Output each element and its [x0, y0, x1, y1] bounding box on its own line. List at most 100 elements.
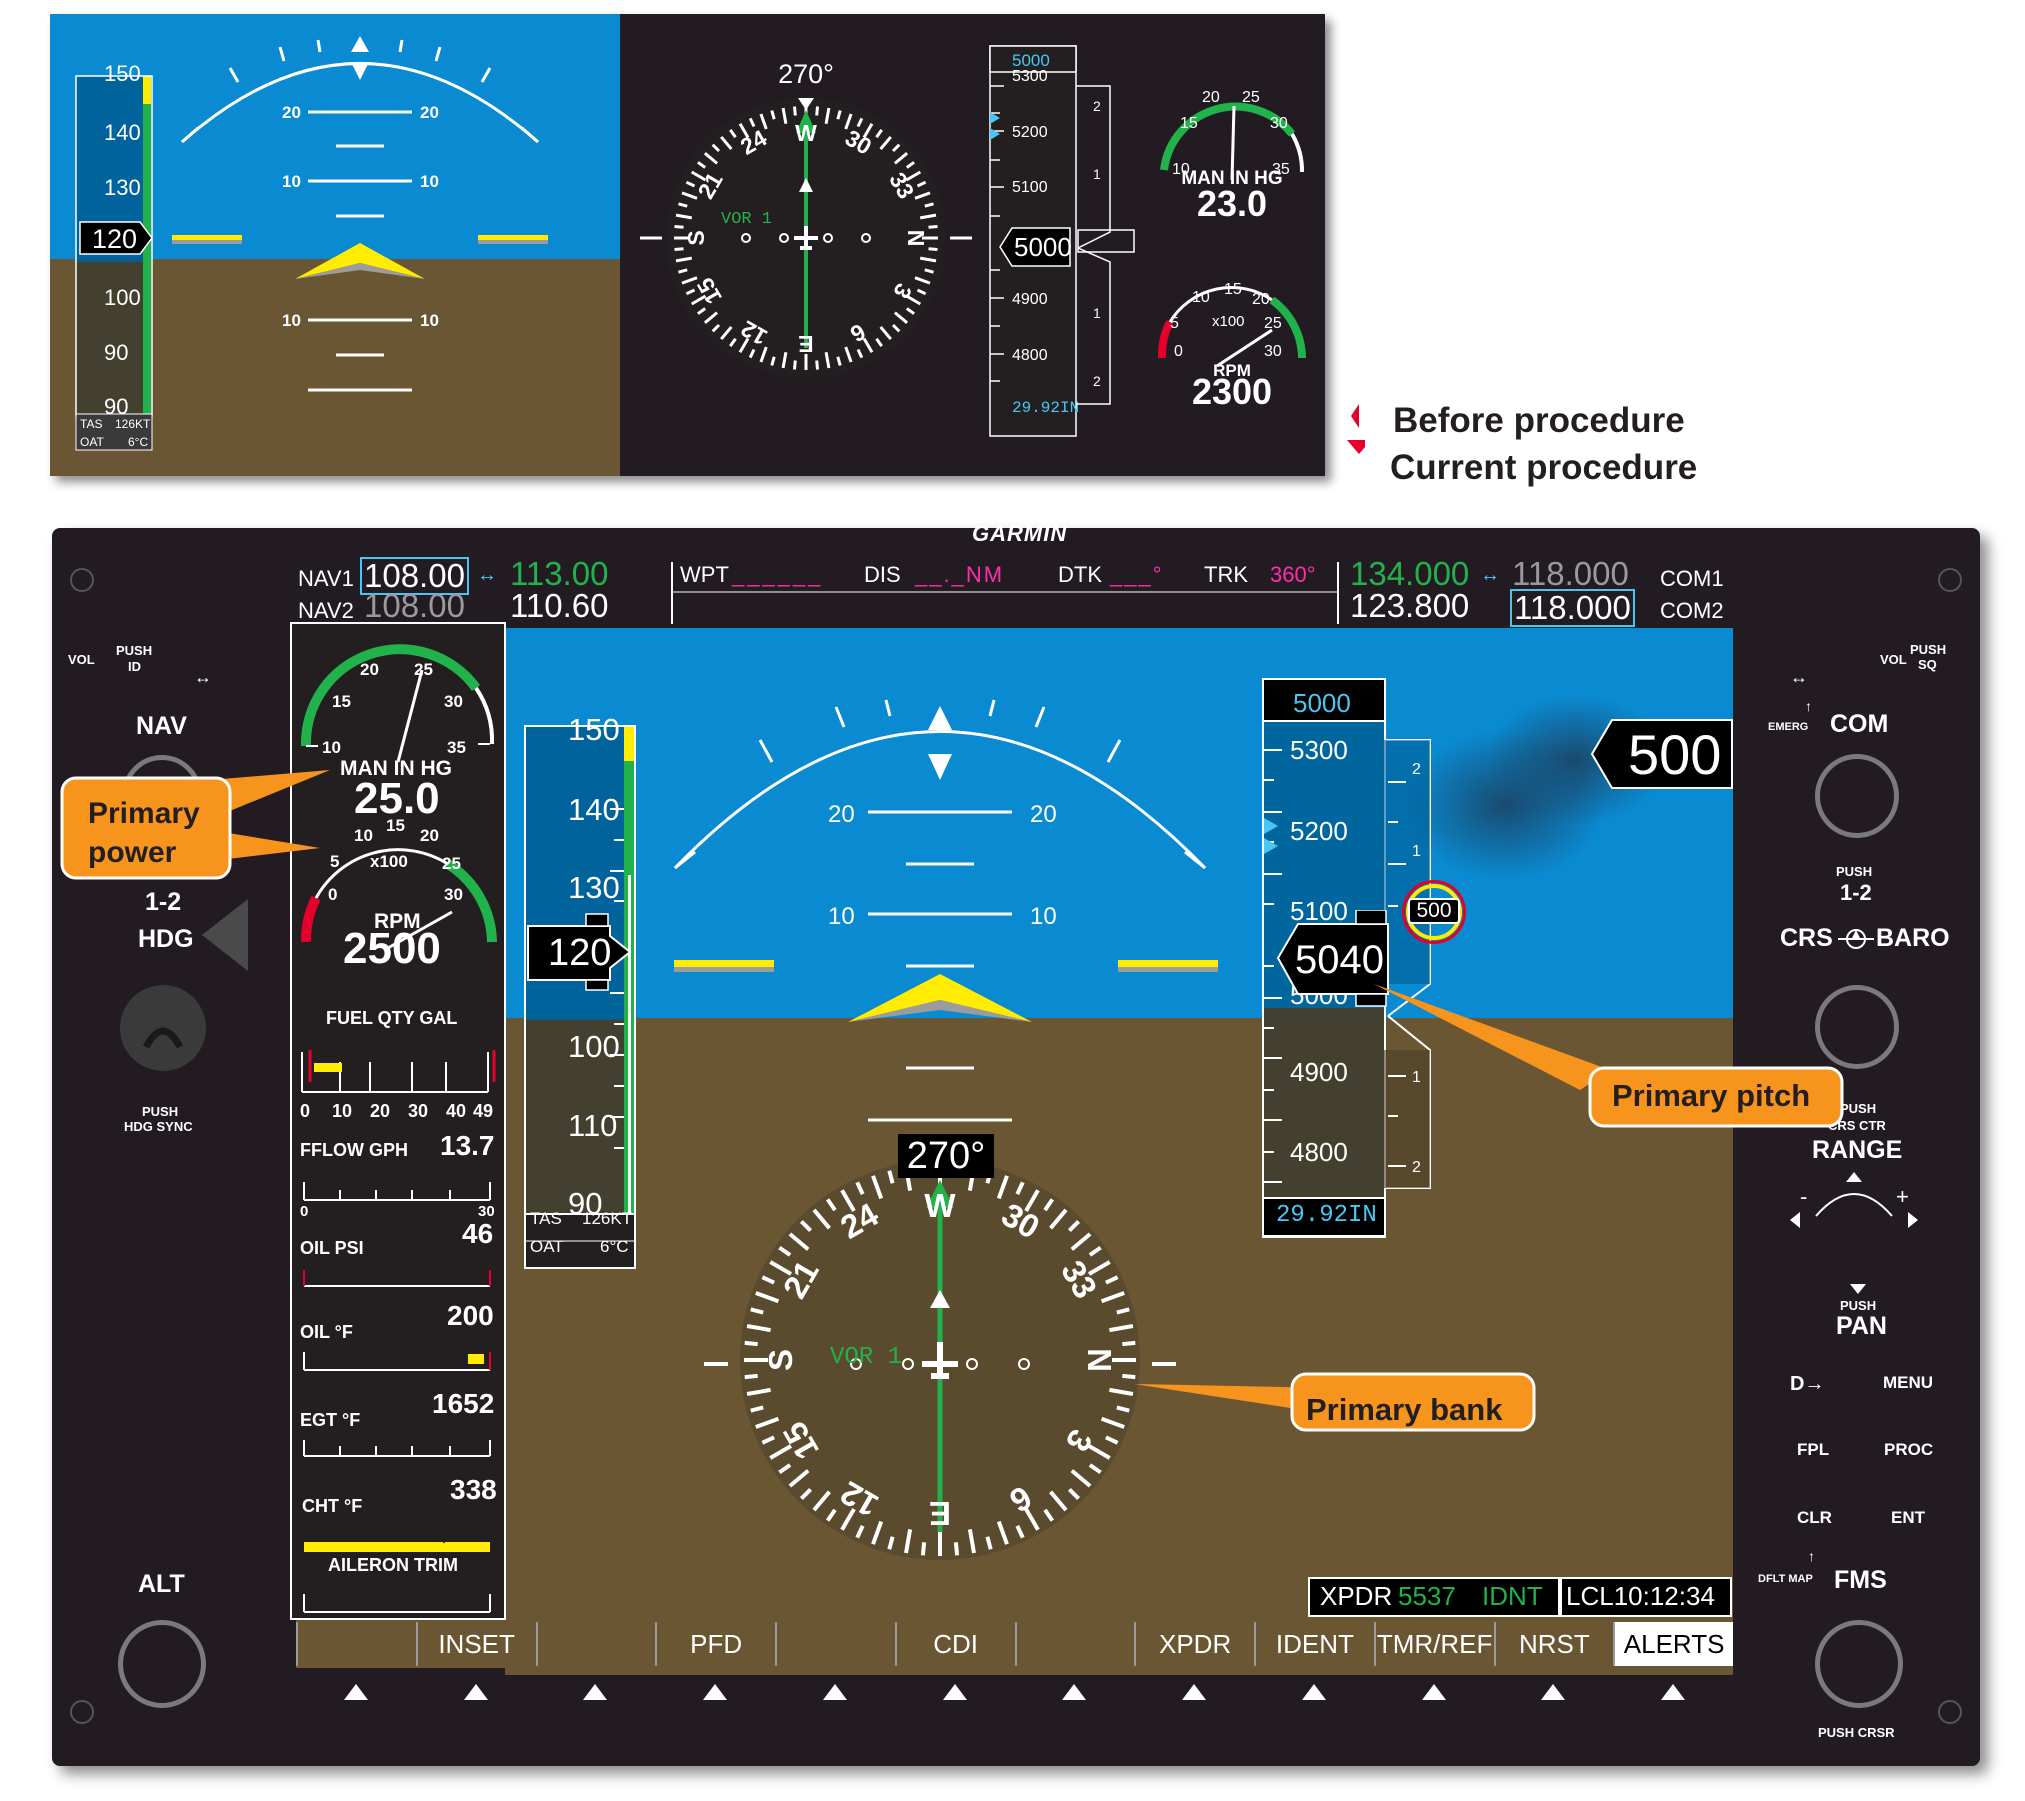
lcl-box: [1560, 1577, 1732, 1617]
softkey-button-3-icon[interactable]: [703, 1684, 728, 1700]
direct-to-button[interactable]: D→: [1790, 1373, 1825, 1395]
alt-knob[interactable]: [118, 1620, 206, 1708]
softkey-button-11-icon[interactable]: [1661, 1684, 1686, 1700]
softkey-cdi[interactable]: CDI: [894, 1622, 1015, 1666]
softkey-alerts[interactable]: ALERTS: [1613, 1622, 1733, 1666]
cht-label: CHT °F: [302, 1496, 363, 1516]
crs-label: CRS: [1780, 924, 1833, 952]
range-joystick-icon[interactable]: -+: [1786, 1164, 1922, 1234]
selected-altitude[interactable]: 5000: [1293, 688, 1351, 718]
nav-swap-icon[interactable]: ↔: [477, 564, 497, 586]
com2-standby-freq[interactable]: 118.000: [1510, 589, 1635, 627]
hdg-knob[interactable]: [120, 985, 206, 1071]
push-12-label: PUSH: [1836, 864, 1873, 879]
fpl-button[interactable]: FPL: [1797, 1440, 1830, 1459]
softkey-button-4-icon[interactable]: [822, 1684, 847, 1700]
nav2-standby-freq[interactable]: 110.60: [510, 587, 609, 624]
softkey-button-0-icon[interactable]: [343, 1684, 368, 1700]
rpm-tick-20: 20: [420, 826, 439, 845]
com-swap-arrows-icon[interactable]: ↔: [1790, 667, 1808, 687]
softkey-button-5-icon[interactable]: [942, 1684, 967, 1700]
ent-button[interactable]: ENT: [1891, 1508, 1925, 1527]
softkey-button-9-icon[interactable]: [1421, 1684, 1446, 1700]
com-knob[interactable]: [1815, 754, 1899, 838]
softkey-button-8-icon[interactable]: [1301, 1684, 1326, 1700]
softkey-tmr-ref[interactable]: TMR/REF: [1373, 1622, 1494, 1666]
compass-tick: [675, 213, 693, 220]
svg-text:120: 120: [92, 224, 137, 254]
nav2-active-freq[interactable]: 108.00: [364, 587, 465, 624]
softkey-blank-0[interactable]: [296, 1622, 416, 1666]
com1-standby-freq[interactable]: 118.000: [1512, 555, 1629, 592]
egt-value: 1652: [432, 1388, 495, 1419]
softkey-nrst[interactable]: NRST: [1493, 1622, 1614, 1666]
svg-text:5300: 5300: [1012, 68, 1048, 85]
baro-setting[interactable]: 29.92IN: [1276, 1202, 1377, 1229]
com1-active-freq[interactable]: 134.000: [1350, 555, 1470, 592]
heading-bug-arrow-icon: [202, 899, 248, 971]
compass-tick: [914, 191, 931, 200]
compass-tick: [916, 288, 927, 296]
svg-text:20: 20: [1202, 89, 1220, 106]
svg-text:10: 10: [1192, 289, 1210, 306]
crs-baro-knob[interactable]: [1815, 985, 1899, 1069]
com-swap-icon[interactable]: ↔: [1480, 564, 1500, 586]
map-tick-20: 20: [360, 660, 379, 679]
nav1-label: NAV1: [298, 566, 354, 591]
softkey-button-1-icon[interactable]: [463, 1684, 488, 1700]
svg-text:130: 130: [104, 175, 141, 200]
waypoint-bar-frame: [671, 562, 1339, 624]
svg-text:6°C: 6°C: [128, 435, 148, 449]
softkey-inset[interactable]: INSET: [415, 1622, 536, 1666]
compass-tick: [778, 1245, 792, 1257]
compass-tick: [879, 135, 892, 151]
softkey-blank-6[interactable]: [1014, 1622, 1135, 1666]
softkey-ident[interactable]: IDENT: [1254, 1622, 1374, 1666]
local-time: LCL10:12:34: [1566, 1581, 1715, 1611]
compass-tick: [862, 337, 874, 354]
compass-tick: [953, 1542, 960, 1556]
softkey-blank-4[interactable]: [775, 1622, 895, 1666]
menu-button[interactable]: MENU: [1883, 1373, 1934, 1392]
svg-text:90: 90: [104, 394, 128, 419]
compass-tick: [729, 337, 737, 347]
map-tick-10: 10: [322, 738, 341, 757]
fuel-scale-30: 30: [408, 1101, 429, 1121]
compass-tick: [685, 180, 696, 188]
compass-tick: [1100, 1291, 1125, 1304]
compass-tick: [703, 311, 719, 324]
primary-power-line2: power: [88, 836, 177, 869]
xpdr-label: XPDR: [1320, 1581, 1393, 1611]
svg-text:5000: 5000: [1014, 232, 1072, 262]
softkey-xpdr[interactable]: XPDR: [1134, 1622, 1254, 1666]
nav1-active-freq[interactable]: 108.00: [360, 557, 469, 595]
map-tick-35: 35: [447, 738, 466, 757]
softkey-button-2-icon[interactable]: [583, 1684, 608, 1700]
manifold-pressure-gauge: [300, 644, 495, 763]
oil-temp-label: OIL °F: [300, 1322, 353, 1342]
proc-button[interactable]: PROC: [1884, 1440, 1934, 1459]
map-tick-25: 25: [414, 660, 433, 679]
before-marker-icon: [1351, 404, 1359, 428]
com2-active-freq[interactable]: 123.800: [1350, 587, 1470, 624]
swap-arrows-icon[interactable]: ↔: [194, 667, 212, 687]
clr-button[interactable]: CLR: [1797, 1508, 1832, 1527]
compass-tick: [746, 1324, 771, 1333]
wpt-label: WPT: [680, 562, 729, 587]
softkey-button-10-icon[interactable]: [1541, 1684, 1566, 1700]
nav1-standby-freq[interactable]: 113.00: [510, 555, 609, 592]
compass-tick: [824, 107, 831, 125]
nav-knob-label: NAV: [136, 712, 187, 740]
svg-text:10: 10: [282, 311, 301, 330]
hdg-12-label: 1-2: [145, 888, 182, 916]
fms-knob[interactable]: [1815, 1620, 1903, 1708]
compass-tick: [720, 135, 733, 151]
softkey-button-6-icon[interactable]: [1062, 1684, 1087, 1700]
softkey-pfd[interactable]: PFD: [655, 1622, 775, 1666]
dflt-map-arrow-icon: ↑: [1808, 1548, 1815, 1564]
softkey-button-7-icon[interactable]: [1182, 1684, 1207, 1700]
softkey-blank-2[interactable]: [535, 1622, 656, 1666]
compass-tick: [1105, 1435, 1119, 1445]
